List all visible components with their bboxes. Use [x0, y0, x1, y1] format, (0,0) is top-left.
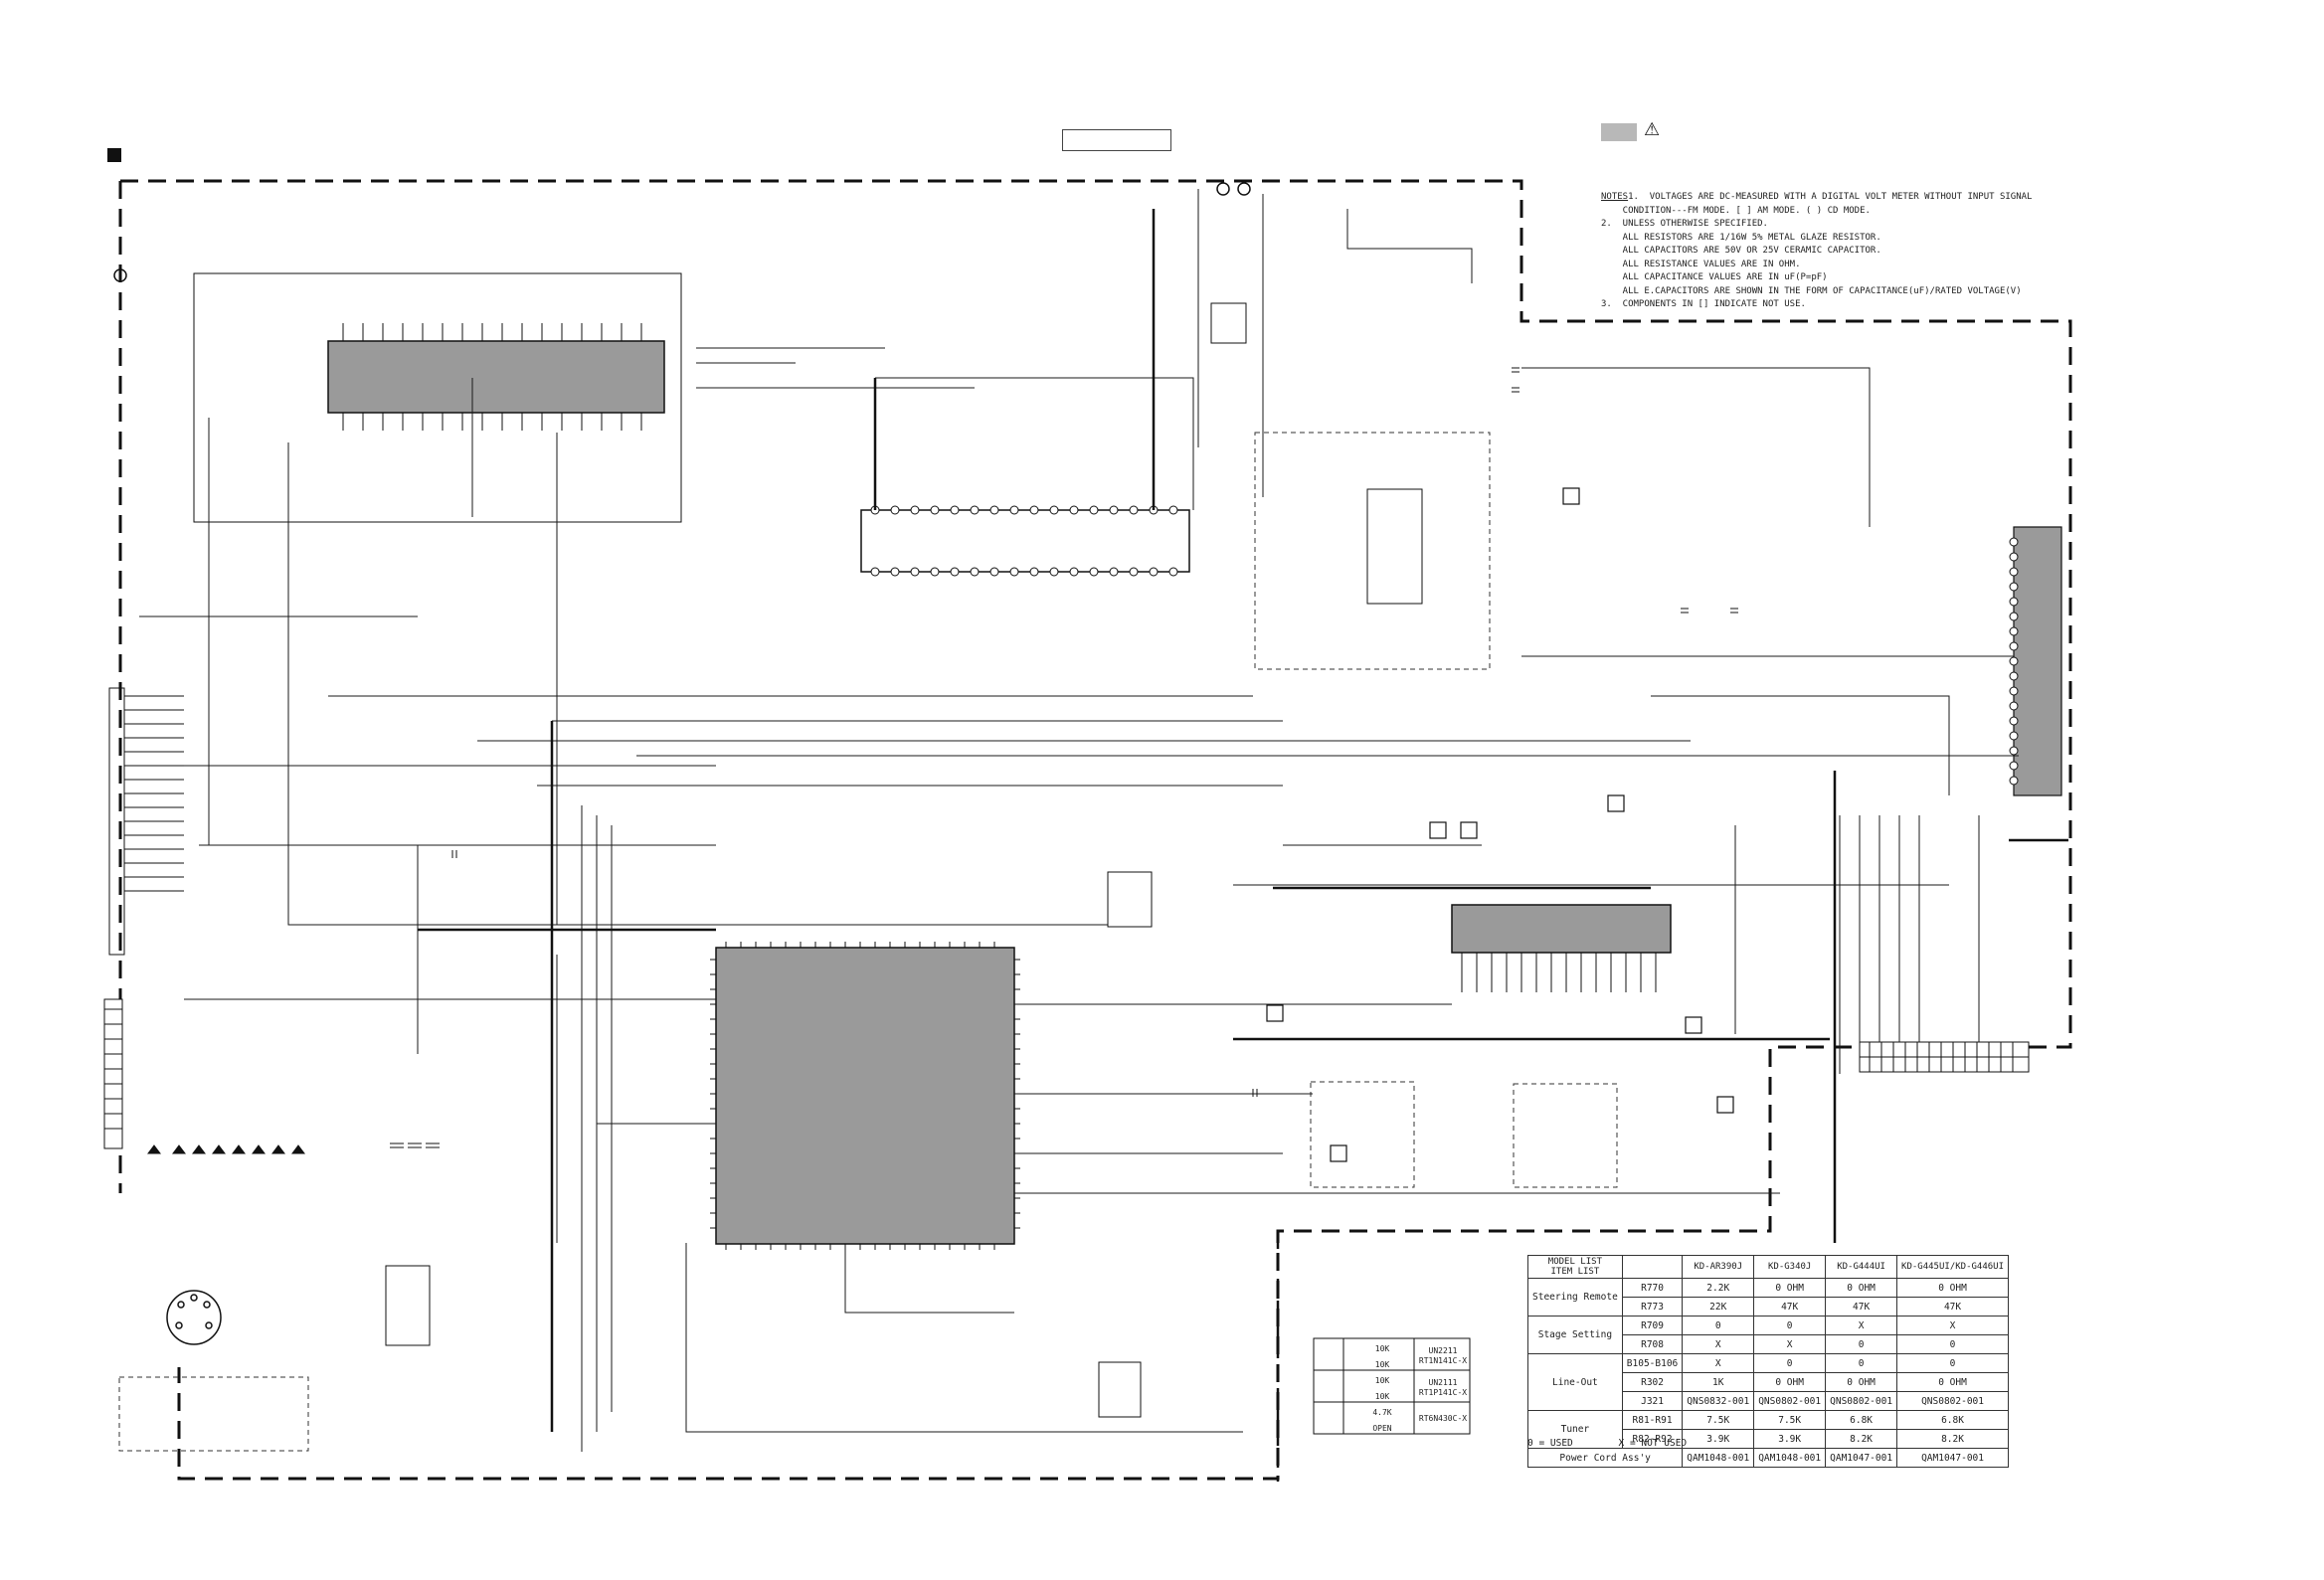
transistor-part: UN2211	[1428, 1346, 1458, 1355]
transistor-part: UN2111	[1428, 1378, 1458, 1387]
right-connector-pins	[2009, 537, 2019, 786]
note-line: ALL RESISTORS ARE 1/16W 5% METAL GLAZE R…	[1601, 232, 1881, 243]
right-panel-connector	[2013, 526, 2062, 796]
transistor-symbols	[1266, 487, 1734, 1162]
system-microcontroller	[715, 947, 1015, 1245]
din-connector	[166, 1290, 222, 1345]
mcu-pins	[710, 942, 1020, 1250]
note-line: 3. COMPONENTS IN [] INDICATE NOT USE.	[1601, 299, 1806, 309]
line-out-jacks	[103, 998, 123, 1149]
audio-ic-pins	[870, 505, 1178, 577]
transistor-part-alt: RT1N141C-X	[1418, 1356, 1468, 1365]
transistor-r2-label: 10K	[1374, 1392, 1390, 1401]
model-header: KD-AR390J	[1682, 1255, 1755, 1279]
transistor-part: RT6N430C-X	[1418, 1414, 1468, 1423]
transistor-r1-label: 10K	[1374, 1376, 1390, 1385]
signal-wiring	[139, 189, 2019, 1452]
notes-heading: NOTES	[1601, 192, 1629, 202]
schematic-notes: NOTES1. VOLTAGES ARE DC-MEASURED WITH A …	[1601, 191, 2078, 312]
warning-triangle-icon: ⚠	[1644, 119, 1661, 140]
safety-part-legend-swatch	[1601, 123, 1637, 141]
note-line: ALL E.CAPACITORS ARE SHOWN IN THE FORM O…	[1601, 285, 2022, 296]
section-marker-icon	[107, 148, 121, 162]
bottom-connector-strip	[1859, 1041, 2030, 1073]
transistor-r1-label: 10K	[1374, 1344, 1390, 1353]
tuner-ic-pins	[342, 323, 642, 431]
note-line: ALL RESISTANCE VALUES ARE IN OHM.	[1601, 259, 1801, 269]
transistor-part-alt: RT1P141C-X	[1418, 1388, 1468, 1397]
audio-processor-ic	[860, 509, 1190, 573]
transistor-legend-frame	[1313, 1337, 1471, 1435]
bold-power-wiring	[418, 209, 2068, 1432]
note-line: ALL CAPACITANCE VALUES ARE IN uF(P=pF)	[1601, 272, 1828, 282]
antenna-input-icon	[113, 182, 1251, 282]
transistor-r1-label: 4.7K	[1372, 1408, 1392, 1417]
model-header: KD-G340J	[1753, 1255, 1827, 1279]
note-line: 2. UNLESS OTHERWISE SPECIFIED.	[1601, 219, 1768, 229]
table-legend: 0 = USED X = NOT USED	[1527, 1438, 1688, 1449]
power-amplifier-ic	[1451, 904, 1672, 992]
capacitor-marks	[390, 367, 1738, 1148]
note-line: ALL CAPACITORS ARE 50V OR 25V CERAMIC CA…	[1601, 246, 1881, 256]
small-logic-ics	[385, 302, 1247, 1418]
protection-diodes	[147, 1144, 305, 1154]
diagram-title-slot	[1062, 129, 1171, 151]
note-line: CONDITION---FM MODE. [ ] AM MODE. ( ) CD…	[1601, 205, 1871, 216]
model-header: KD-G444UI	[1825, 1255, 1898, 1279]
dashed-subcircuit-block	[118, 432, 1618, 1452]
subblock-ic	[1366, 488, 1423, 605]
left-edge-connector	[108, 687, 184, 956]
model-header: KD-G445UI/KD-G446UI	[1896, 1255, 2009, 1279]
tuner-ic	[193, 272, 682, 523]
transistor-r2-label: OPEN	[1372, 1424, 1392, 1433]
transistor-r2-label: 10K	[1374, 1360, 1390, 1369]
note-line: 1. VOLTAGES ARE DC-MEASURED WITH A DIGIT…	[1628, 192, 2033, 202]
